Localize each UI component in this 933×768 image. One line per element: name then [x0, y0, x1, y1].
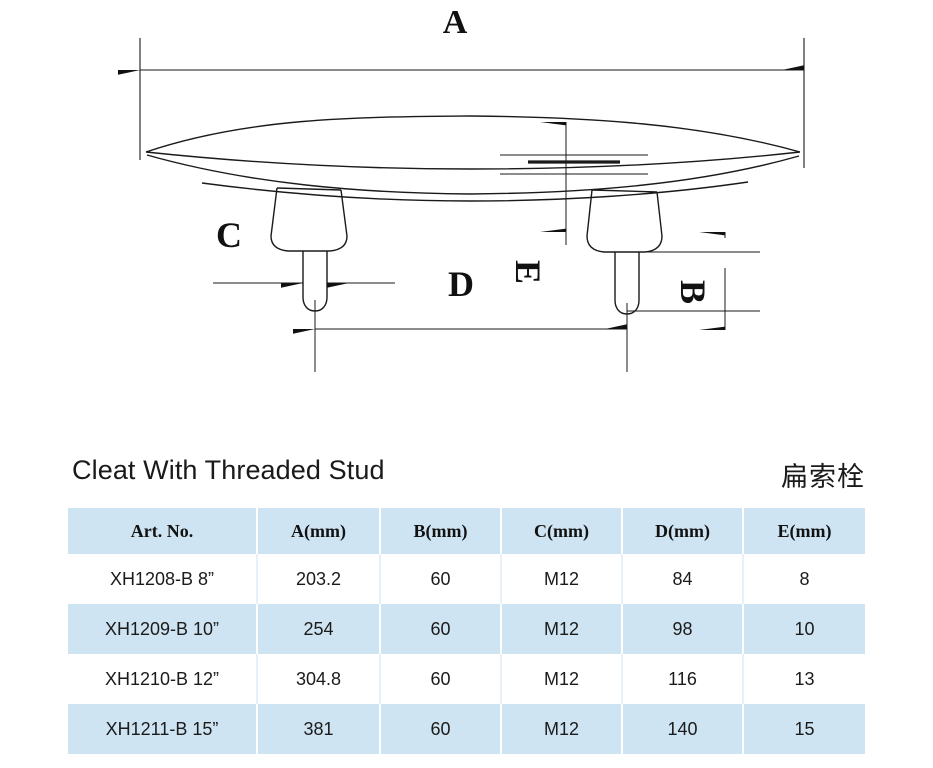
- cell-a: 381: [258, 704, 381, 754]
- dimension-label-e: E: [508, 260, 548, 284]
- dimension-label-d: D: [448, 264, 474, 304]
- column-header-a: A(mm): [258, 508, 381, 554]
- column-header-art-no: Art. No.: [68, 508, 258, 554]
- table-header-row: Art. No. A(mm) B(mm) C(mm) D(mm) E(mm): [68, 508, 865, 554]
- stud-left: [270, 187, 348, 312]
- cell-a: 203.2: [258, 554, 381, 604]
- dimension-label-a: A: [443, 4, 468, 41]
- cell-art-no: XH1211-B 15”: [68, 704, 258, 754]
- cell-c: M12: [502, 654, 623, 704]
- cell-e: 8: [744, 554, 865, 604]
- cell-b: 60: [381, 604, 502, 654]
- technical-drawing: A E: [118, 4, 805, 372]
- table-row: XH1211-B 15” 381 60 M12 140 15: [68, 704, 865, 754]
- cell-art-no: XH1208-B 8”: [68, 554, 258, 604]
- table-row: XH1209-B 10” 254 60 M12 98 10: [68, 604, 865, 654]
- dimension-e: [500, 118, 648, 245]
- cell-art-no: XH1209-B 10”: [68, 604, 258, 654]
- cell-art-no: XH1210-B 12”: [68, 654, 258, 704]
- cell-e: 10: [744, 604, 865, 654]
- cell-c: M12: [502, 704, 623, 754]
- dimension-label-c: C: [216, 215, 242, 255]
- column-header-e: E(mm): [744, 508, 865, 554]
- cell-b: 60: [381, 554, 502, 604]
- dimension-b: [627, 228, 760, 334]
- cleat-body: [145, 115, 801, 202]
- spec-table-container: Art. No. A(mm) B(mm) C(mm) D(mm) E(mm) X…: [68, 508, 865, 754]
- column-header-c: C(mm): [502, 508, 623, 554]
- cell-e: 15: [744, 704, 865, 754]
- column-header-d: D(mm): [623, 508, 744, 554]
- cell-d: 140: [623, 704, 744, 754]
- cell-b: 60: [381, 654, 502, 704]
- cell-e: 13: [744, 654, 865, 704]
- dimension-d: [293, 300, 628, 372]
- cell-a: 304.8: [258, 654, 381, 704]
- dimension-a: [118, 38, 805, 168]
- cell-d: 116: [623, 654, 744, 704]
- table-row: XH1210-B 12” 304.8 60 M12 116 13: [68, 654, 865, 704]
- spec-table: Art. No. A(mm) B(mm) C(mm) D(mm) E(mm) X…: [68, 508, 865, 754]
- cleat-drawing-svg: A E: [118, 4, 805, 372]
- cell-c: M12: [502, 604, 623, 654]
- table-row: XH1208-B 8” 203.2 60 M12 84 8: [68, 554, 865, 604]
- cell-d: 98: [623, 604, 744, 654]
- cell-a: 254: [258, 604, 381, 654]
- page-title-chinese: 扁索栓: [781, 462, 865, 493]
- cell-b: 60: [381, 704, 502, 754]
- title-row: Cleat With Threaded Stud 扁索栓: [68, 455, 865, 500]
- dimension-label-b: B: [673, 280, 713, 304]
- cell-d: 84: [623, 554, 744, 604]
- cell-c: M12: [502, 554, 623, 604]
- column-header-b: B(mm): [381, 508, 502, 554]
- page-title: Cleat With Threaded Stud: [72, 455, 385, 485]
